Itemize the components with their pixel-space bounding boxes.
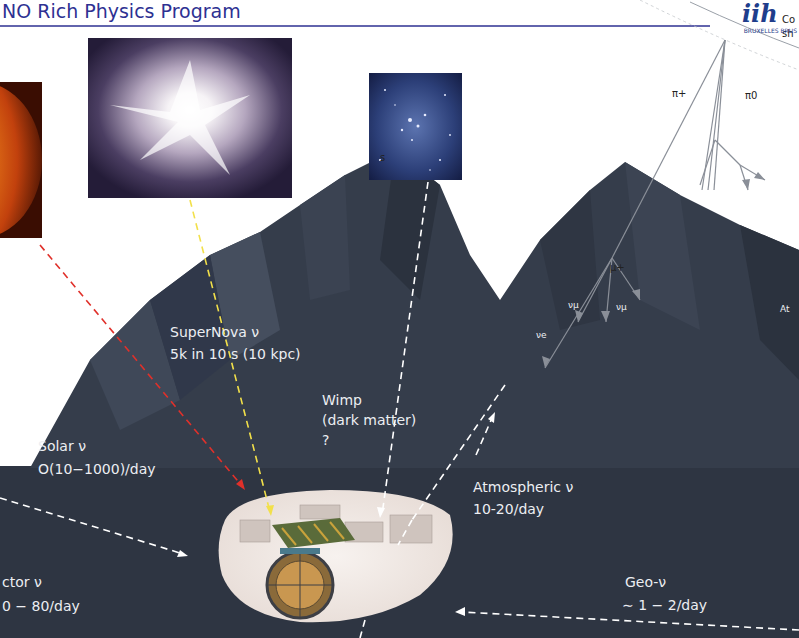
particle-label: νμ [568, 300, 579, 311]
logo: iih [742, 0, 778, 29]
particle-label: νe [536, 330, 547, 341]
cut-label: s [380, 152, 385, 164]
flux-rate: 0 − 80/day [2, 598, 80, 615]
flux-rate: O(10−1000)/day [38, 461, 156, 478]
cut-label: Co [782, 14, 795, 26]
flux-rate: 5k in 10 s (10 kpc) [170, 346, 301, 363]
flux-label: SuperNova ν [170, 324, 259, 341]
flux-label: Wimp [322, 392, 362, 409]
logo-caption: BRUXELLES BRUS [744, 27, 797, 34]
slide-title: NO Rich Physics Program [2, 0, 241, 22]
particle-label: π0 [745, 90, 757, 102]
particle-label: μ+ [610, 262, 625, 274]
flux-label: Geo-ν [625, 574, 666, 591]
flux-rate: ∼ 1 − 2/day [622, 597, 707, 614]
particle-label: π+ [672, 88, 686, 100]
flux-label: ctor ν [2, 574, 42, 591]
flux-rate: 10-20/day [473, 501, 544, 518]
flux-label: Solar ν [38, 438, 86, 455]
flux-label: (dark matter) [322, 412, 416, 429]
particle-label: νμ [616, 302, 627, 313]
cut-label: At [780, 304, 790, 315]
flux-label: ? [322, 432, 329, 449]
flux-label: Atmospheric ν [473, 479, 573, 496]
